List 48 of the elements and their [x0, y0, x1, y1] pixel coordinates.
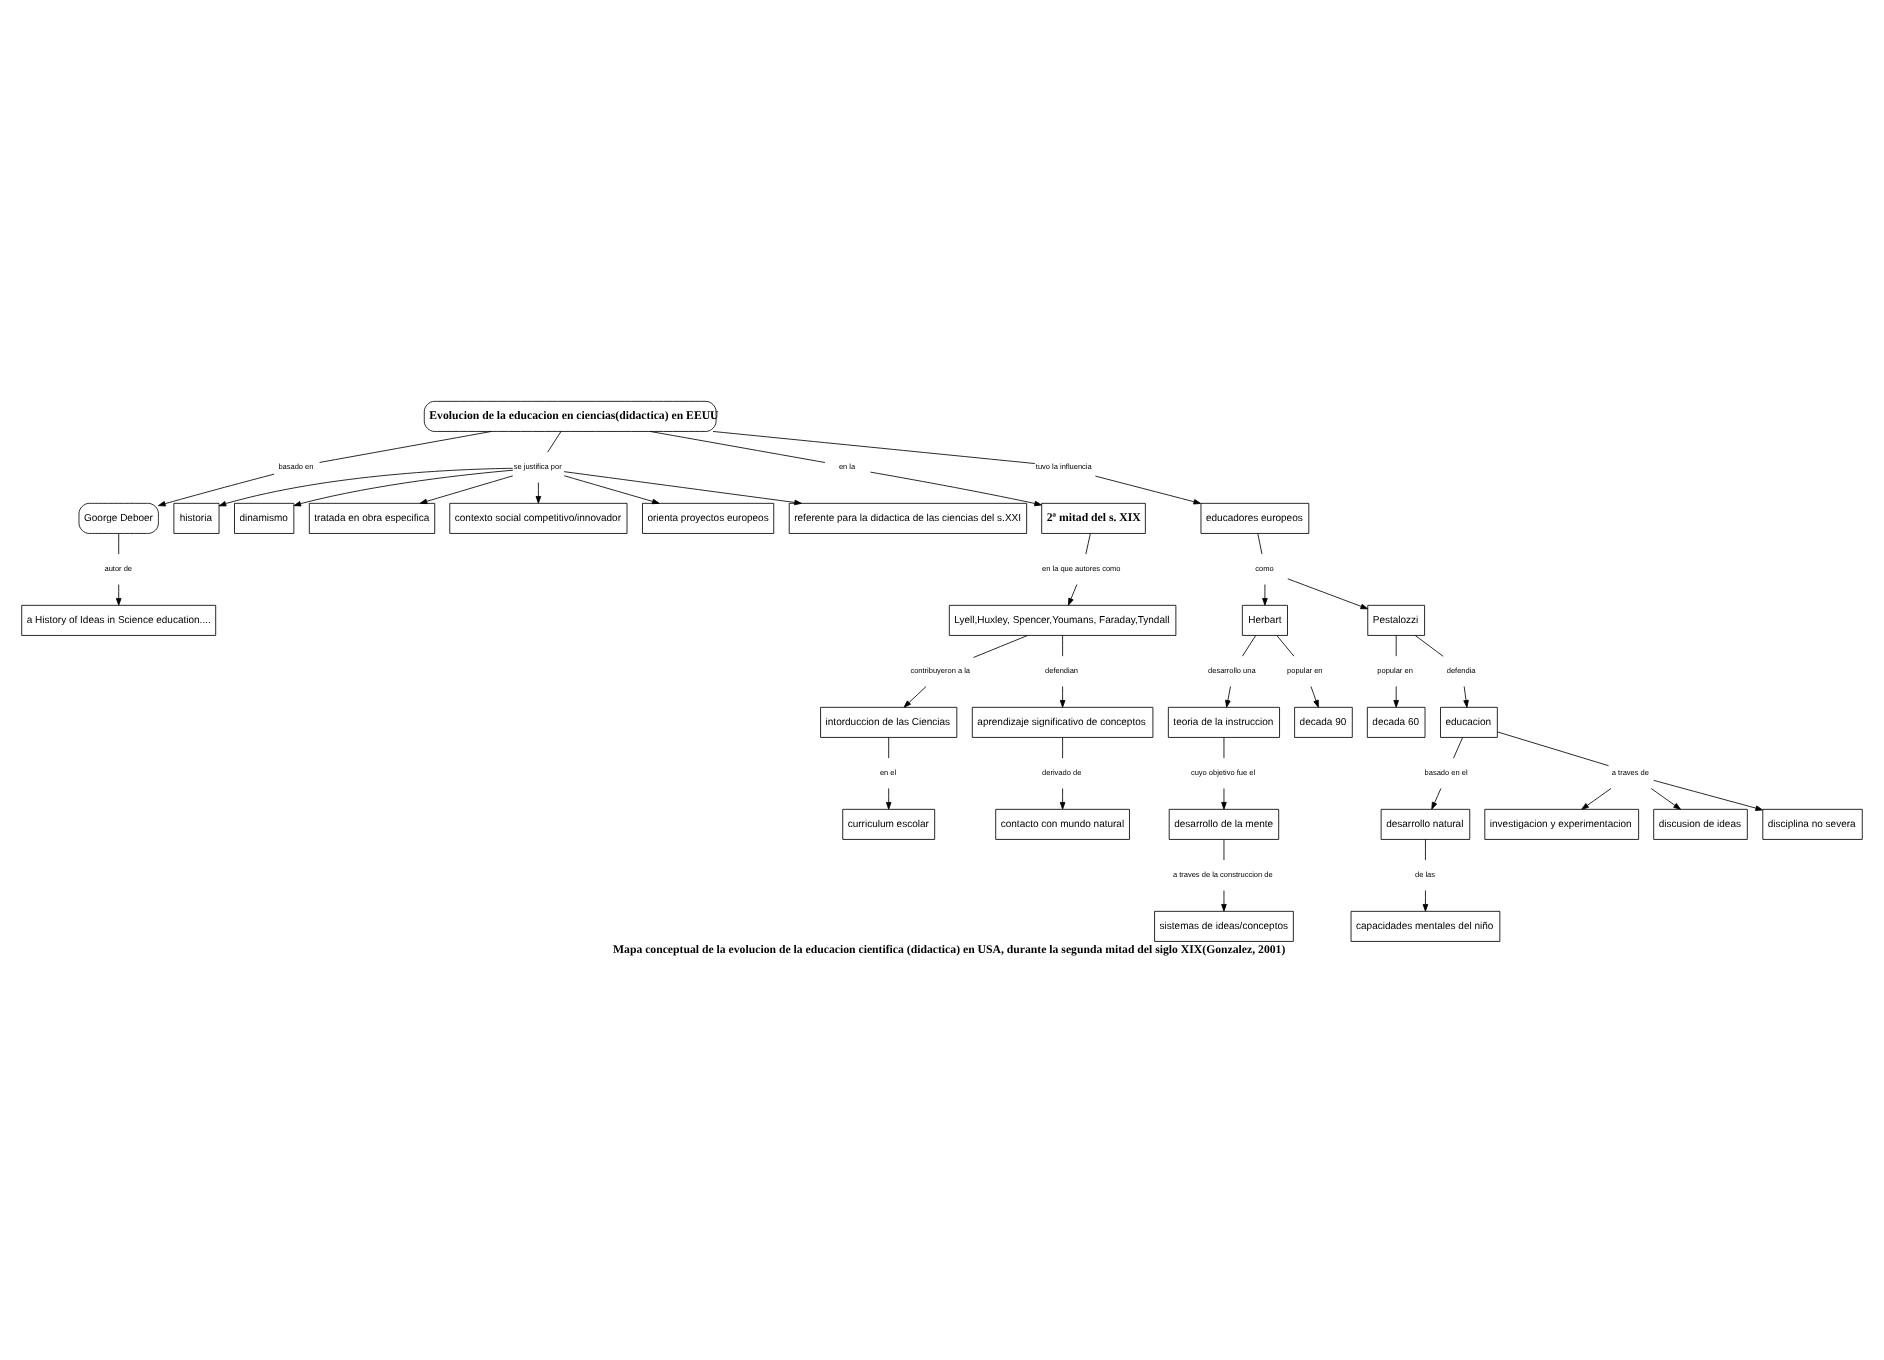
- connector: [712, 430, 1036, 463]
- arrow: [218, 466, 514, 506]
- arrow: [1094, 474, 1202, 504]
- arrow: [1287, 577, 1369, 609]
- arrow: [158, 472, 275, 506]
- connector: [1085, 532, 1091, 554]
- connector: [1223, 736, 1225, 758]
- connector: [1453, 736, 1464, 758]
- arrow: [115, 583, 122, 605]
- arrow: [1463, 685, 1469, 707]
- connector: [888, 736, 890, 758]
- arrow: [885, 787, 892, 809]
- arrow: [1653, 778, 1763, 810]
- arrow: [1650, 787, 1681, 809]
- connector: [1425, 838, 1426, 860]
- arrow: [1221, 787, 1227, 809]
- arrow: [1422, 889, 1429, 911]
- arrow: [1431, 787, 1442, 809]
- connector: [319, 430, 492, 462]
- arrow: [535, 481, 542, 503]
- connector: [1223, 838, 1225, 860]
- connector: [1062, 634, 1063, 656]
- connector: [973, 634, 1028, 657]
- arrow: [1068, 583, 1078, 605]
- arrow: [293, 468, 514, 506]
- arrow: [903, 685, 927, 707]
- arrow: [563, 470, 802, 505]
- arrow: [1581, 787, 1612, 809]
- connector: [1497, 730, 1609, 766]
- connector: [650, 430, 826, 462]
- connector: [1395, 634, 1397, 656]
- arrow: [1221, 889, 1227, 911]
- connector: [547, 430, 562, 452]
- connector: [118, 532, 120, 554]
- arrow: [419, 474, 514, 504]
- arrow: [1225, 685, 1231, 707]
- arrow: [1059, 787, 1066, 809]
- connector: [1276, 634, 1295, 656]
- arrow: [1059, 685, 1066, 707]
- arrow: [1310, 685, 1319, 707]
- connector: [1257, 532, 1263, 554]
- connector: [1062, 736, 1063, 758]
- connector: [1414, 634, 1444, 656]
- arrow: [870, 470, 1042, 506]
- connector: [1242, 634, 1257, 656]
- arrow: [1262, 583, 1268, 605]
- arrow: [563, 474, 660, 504]
- arrow: [1393, 685, 1399, 707]
